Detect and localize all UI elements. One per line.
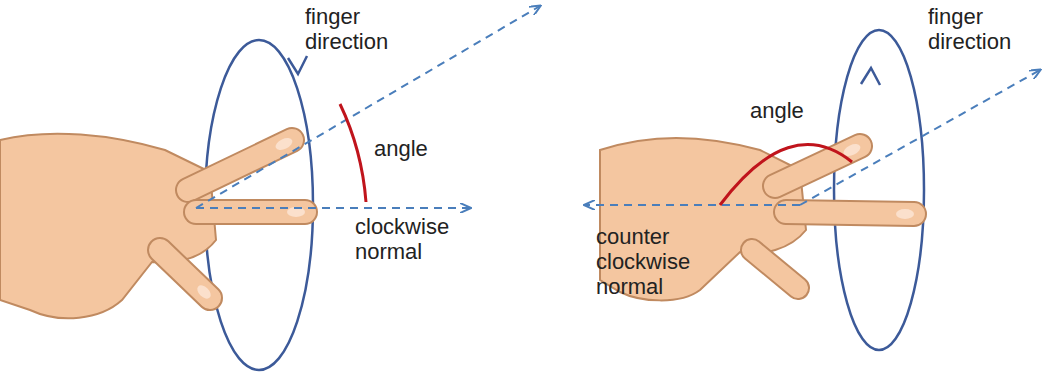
current-loop xyxy=(834,30,924,350)
normal-arrow xyxy=(196,207,470,209)
left-hand xyxy=(0,134,305,319)
angle-label: angle xyxy=(374,136,428,161)
finger-arrow xyxy=(800,70,1040,205)
normal-label: clockwise normal xyxy=(355,214,465,264)
loop-arrowhead xyxy=(861,68,880,85)
finger-direction-label: finger direction xyxy=(928,4,1036,54)
normal-label: counter clockwise normal xyxy=(596,224,708,299)
loop-arrowhead xyxy=(288,56,307,74)
angle-arc xyxy=(720,145,852,205)
finger-direction-label: finger direction xyxy=(305,4,415,54)
angle-arc xyxy=(340,104,366,202)
normal-arrow xyxy=(585,204,800,206)
angle-label: angle xyxy=(750,98,804,123)
